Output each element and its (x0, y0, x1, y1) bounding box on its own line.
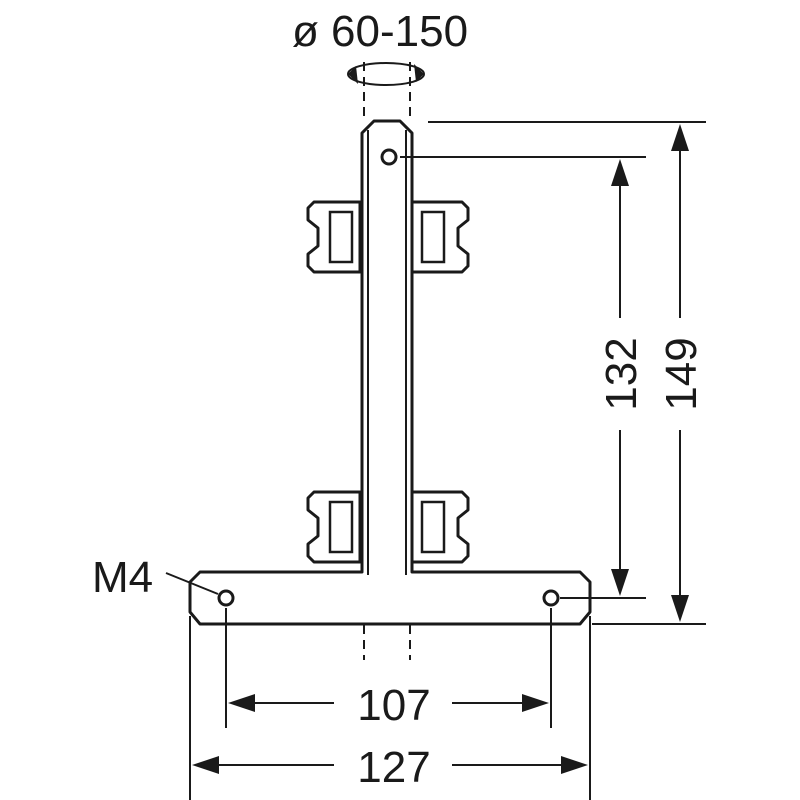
dim-hole-height-label: 132 (597, 337, 646, 410)
clip-lower-left (306, 490, 362, 564)
rotation-icon (347, 62, 425, 86)
dim-hole-spacing-label: 107 (357, 681, 430, 730)
base-hole-left (217, 589, 235, 607)
clip-upper-right (410, 200, 470, 274)
arrow-132-top (611, 159, 629, 186)
arrow-149-top (671, 124, 689, 151)
dim-total-height-label: 149 (657, 337, 706, 410)
thread-leader-line (165, 572, 219, 595)
dim-total-width-label: 127 (357, 743, 430, 792)
arrow-107-left (228, 694, 255, 712)
arrow-132-bottom (611, 569, 629, 596)
base-hole-right (542, 589, 560, 607)
thread-label: M4 (92, 553, 153, 602)
clip-upper-left (306, 200, 362, 274)
bracket-body (188, 119, 592, 626)
arrow-127-left (192, 756, 219, 774)
top-hole (380, 148, 398, 166)
diameter-label: ø 60-150 (292, 7, 468, 56)
arrow-149-bottom (671, 595, 689, 622)
arrow-107-right (522, 694, 549, 712)
clip-lower-right (410, 490, 470, 564)
arrow-127-right (561, 756, 588, 774)
